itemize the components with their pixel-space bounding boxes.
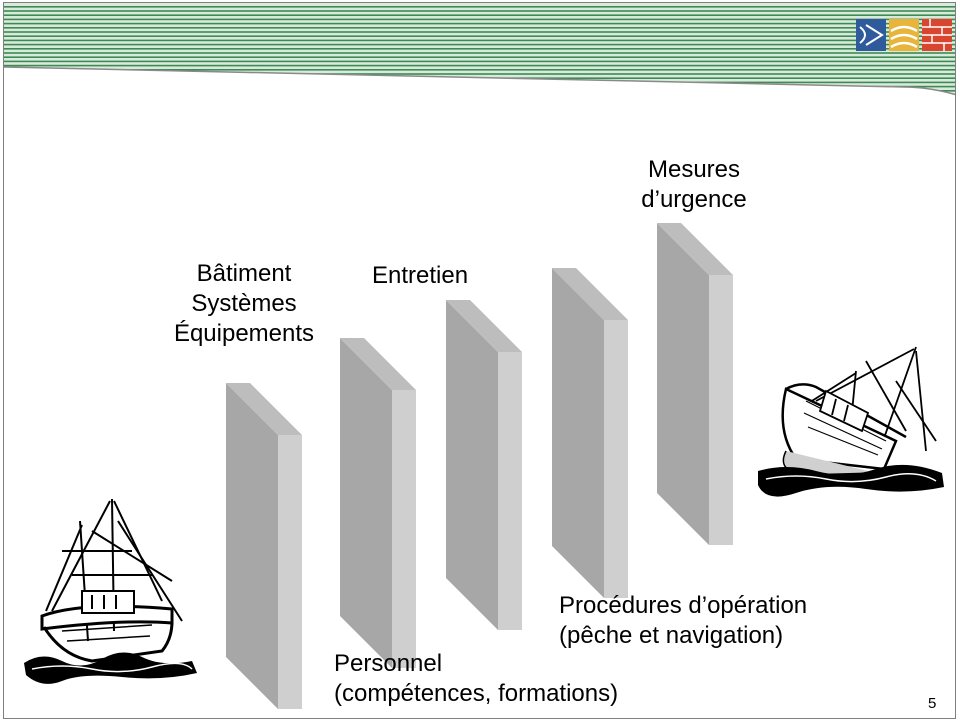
slide: Bâtiment Systèmes Équipements Personnel … xyxy=(3,2,956,719)
organization-logo xyxy=(856,19,952,51)
barrier-walls xyxy=(226,223,733,709)
barrier-label-personnel: Personnel (compétences, formations) xyxy=(334,650,619,707)
sinking-boat-image xyxy=(758,346,944,497)
barrier-wall-3 xyxy=(446,300,522,630)
page-number: 5 xyxy=(928,695,937,712)
header-band xyxy=(4,3,955,96)
barrier-wall-1 xyxy=(226,383,302,709)
barrier-label-procedures: Procédures d’opération (pêche et navigat… xyxy=(559,592,808,649)
barrier-label-entretien: Entretien xyxy=(372,262,469,289)
barrier-label-batiment: Bâtiment Systèmes Équipements xyxy=(173,260,315,347)
barrier-label-mesures: Mesures d’urgence xyxy=(641,156,747,213)
barrier-wall-5 xyxy=(657,223,733,545)
fishing-boat-image xyxy=(24,498,197,684)
barrier-wall-2 xyxy=(340,338,416,668)
barrier-wall-4 xyxy=(552,268,628,598)
